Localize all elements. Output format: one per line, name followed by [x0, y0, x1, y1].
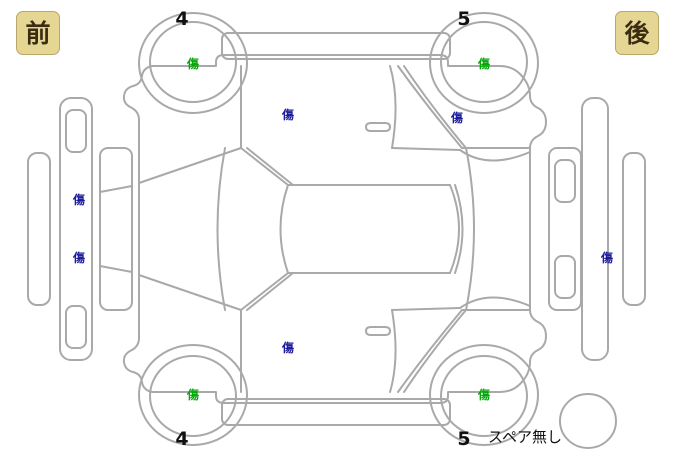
front-direction-badge: 前 — [16, 11, 60, 55]
rear-panel-with-lamps — [548, 147, 582, 311]
body-outline-bottom — [122, 305, 547, 404]
rear-bumper-bar — [581, 97, 609, 361]
damage-mark-left-rear-quarter: 傷 — [450, 111, 464, 125]
door-seam-rear-bottom — [389, 309, 397, 393]
damage-mark-wheel-front-right: 傷 — [477, 57, 491, 71]
door-seam-front-bottom — [138, 274, 242, 311]
rear-outer-bar — [622, 152, 646, 306]
front-grille-divider-lower — [99, 265, 133, 273]
damage-mark-rear-bumper: 傷 — [600, 251, 614, 265]
a-pillar-left — [240, 147, 289, 186]
wheel-arch-front-left — [138, 12, 248, 114]
door-seam-rear-top — [389, 65, 397, 149]
front-panel — [59, 97, 93, 361]
damage-mark-front-bumper-lower: 傷 — [72, 251, 86, 265]
quarter-seam-bottom — [391, 307, 461, 311]
tire-rear-left — [149, 355, 237, 437]
spare-tire-note: スペア無し — [488, 428, 562, 446]
rear-fender-curve-bottom — [459, 296, 531, 309]
sill-bar-bottom — [221, 398, 451, 426]
damage-mark-front-bumper-upper: 傷 — [72, 193, 86, 207]
spare-tire-circle — [559, 393, 617, 449]
rear-window-curve — [454, 184, 464, 274]
damage-mark-wheel-rear-right: 傷 — [477, 388, 491, 402]
rear-shoulder-bottom — [397, 309, 463, 393]
door-handle-bottom — [365, 326, 391, 336]
front-grille-block — [99, 147, 133, 311]
quarter-seam-top — [391, 147, 461, 151]
windshield-curve — [216, 147, 226, 311]
a-pillar-right — [240, 272, 289, 311]
front-grille-divider-upper — [99, 185, 133, 193]
headlamp-left — [65, 109, 87, 153]
taillamp-left — [554, 159, 576, 203]
tire-front-right — [440, 21, 528, 103]
tailgate-outer-curve — [465, 147, 475, 311]
wheel-number-front-left: 4 — [175, 8, 189, 30]
rear-fender-curve-top — [459, 149, 531, 162]
tire-front-left — [149, 21, 237, 103]
wheel-number-front-right: 5 — [457, 8, 471, 30]
rear-cut-top — [403, 65, 467, 149]
front-direction-label: 前 — [25, 18, 51, 48]
damage-mark-wheel-rear-left: 傷 — [186, 388, 200, 402]
tire-rear-right — [440, 355, 528, 437]
rear-direction-label: 後 — [624, 18, 650, 48]
damage-mark-wheel-front-left: 傷 — [186, 57, 200, 71]
damage-mark-left-front-door: 傷 — [281, 108, 295, 122]
taillamp-right — [554, 255, 576, 299]
rear-shoulder-top — [397, 65, 463, 149]
body-outline-top — [122, 54, 547, 153]
wheel-arch-rear-left — [138, 344, 248, 446]
damage-mark-right-front-door: 傷 — [281, 341, 295, 355]
wheel-arch-rear-right — [429, 344, 539, 446]
sill-bar-top — [221, 32, 451, 60]
headlamp-right — [65, 305, 87, 349]
rear-direction-badge: 後 — [615, 11, 659, 55]
roof-panel — [279, 184, 460, 274]
wheel-number-rear-right: 5 — [457, 428, 471, 450]
door-seam-front-top — [138, 147, 242, 184]
front-outer-bar — [27, 152, 51, 306]
rear-cut-bottom — [403, 309, 467, 393]
wheel-number-rear-left: 4 — [175, 428, 189, 450]
wheel-arch-front-right — [429, 12, 539, 114]
a-pillar-left-inner — [246, 147, 294, 186]
door-handle-top — [365, 122, 391, 132]
a-pillar-right-inner — [246, 272, 294, 311]
